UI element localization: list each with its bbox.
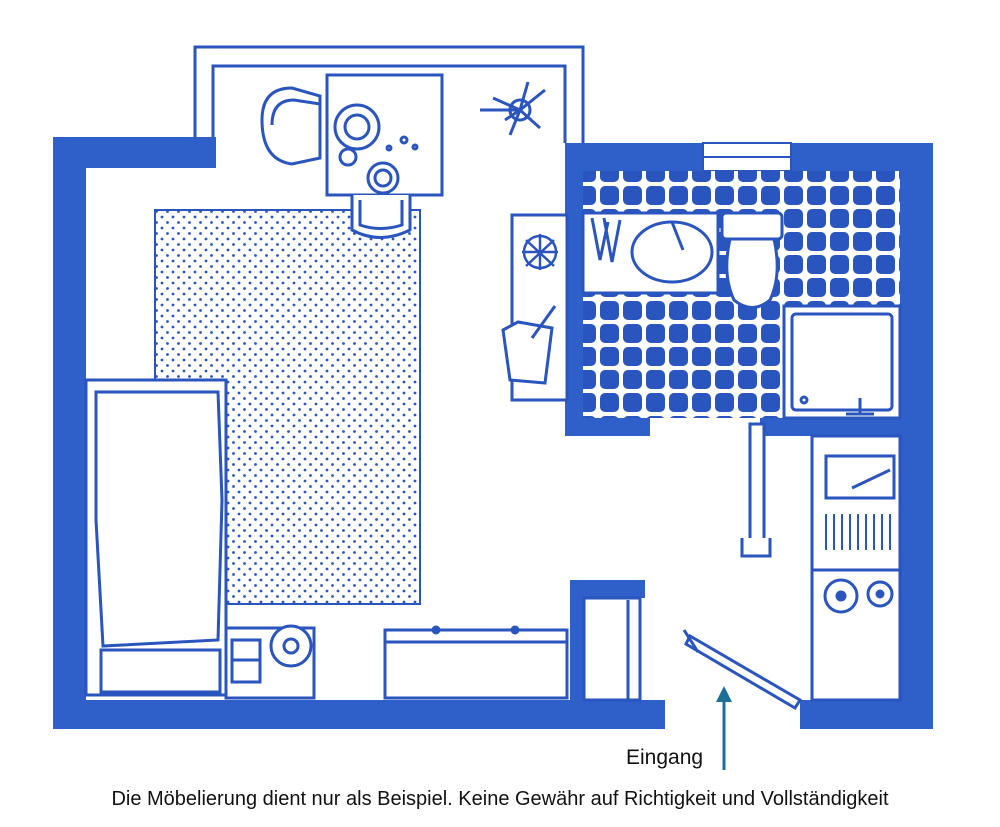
kitchenette [810, 434, 902, 702]
entrance-arrow [716, 686, 732, 770]
entrance-label: Eingang [626, 746, 704, 769]
vanity [581, 211, 720, 295]
nightstand [224, 624, 316, 700]
shower [782, 304, 902, 420]
plant [480, 81, 546, 136]
bay-window [193, 45, 585, 143]
bathroom-window [702, 142, 792, 172]
disclaimer-text: Die Möbelierung dient nur als Beispiel. … [111, 788, 889, 810]
walls [53, 137, 933, 729]
bed [84, 378, 228, 697]
entrance-door [682, 629, 803, 711]
bathroom-door [740, 422, 772, 558]
closet [582, 596, 642, 702]
dining-table [260, 73, 444, 239]
desk [501, 213, 569, 402]
toilet [720, 211, 784, 309]
dresser [383, 625, 569, 700]
